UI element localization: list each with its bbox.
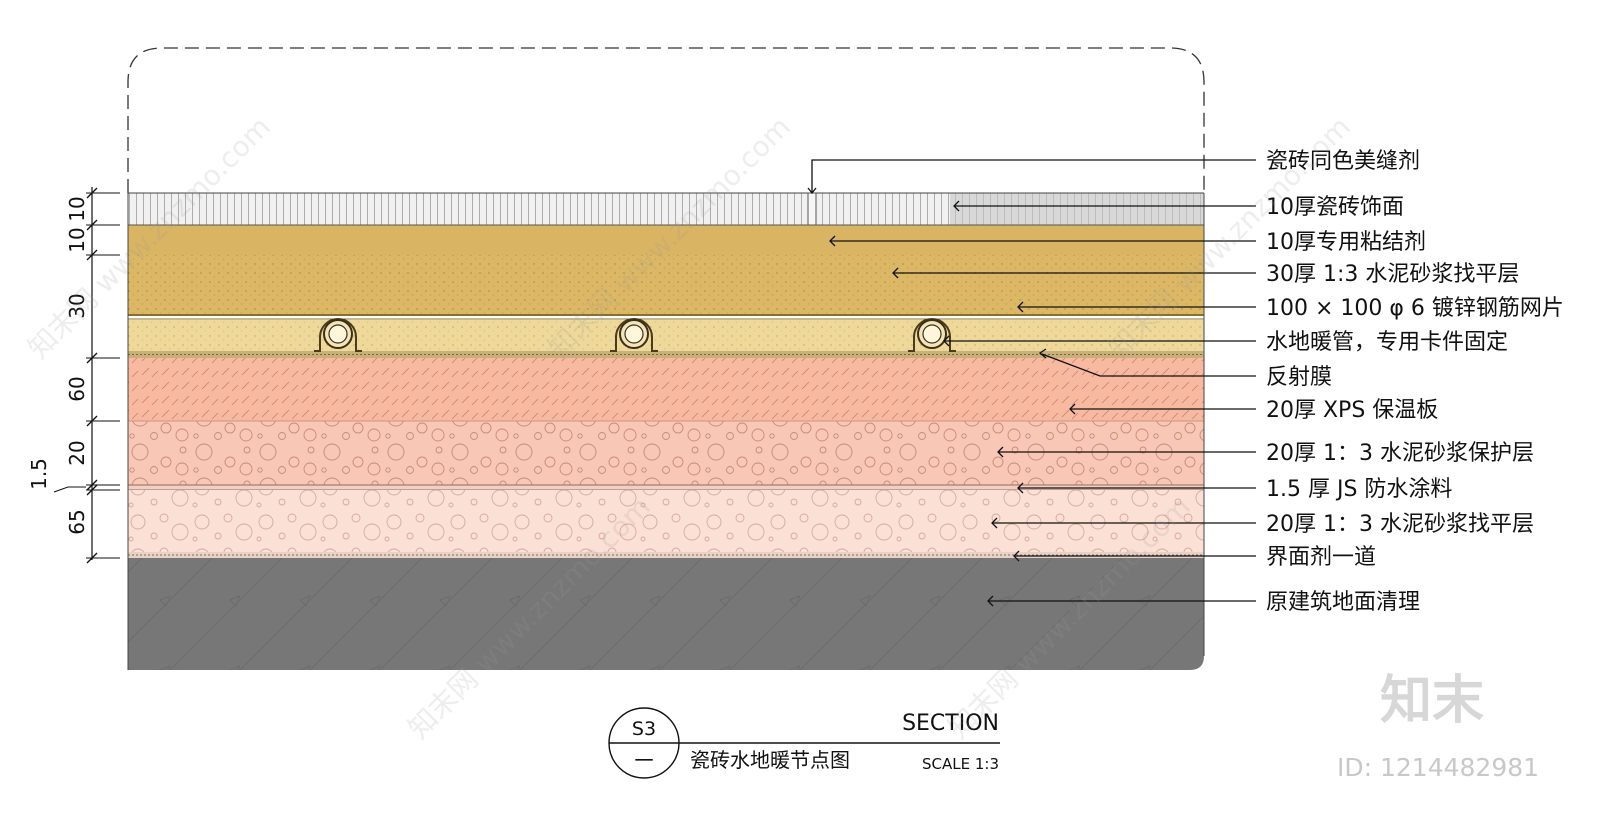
- dim-xps: 60: [65, 376, 89, 401]
- layers: [127, 192, 1205, 670]
- detail-sheet: 一: [634, 750, 653, 772]
- label-screed: 30厚 1:3 水泥砂浆找平层: [1266, 262, 1519, 287]
- layer-adhesive: [128, 225, 1204, 255]
- heating-pipe: [908, 318, 956, 352]
- label-protect: 20厚 1：3 水泥砂浆保护层: [1266, 441, 1534, 466]
- detail-title: 瓷砖水地暖节点图: [690, 748, 850, 772]
- dimension-chain: 10 10 30 60 20 1.5 65: [27, 187, 120, 564]
- label-mesh: 100 × 100 φ 6 镀锌钢筋网片: [1266, 296, 1564, 321]
- leader-film: [1041, 353, 1256, 377]
- detail-boundary-dashed-frame: [127, 47, 1205, 193]
- leader-grout: [811, 159, 1256, 193]
- label-interface: 界面剂一道: [1266, 545, 1376, 570]
- leader-lines: [807, 159, 1256, 607]
- label-film: 反射膜: [1266, 365, 1332, 390]
- brand-logo: 知末: [1380, 671, 1484, 731]
- dim-screed: 30: [65, 293, 89, 318]
- id-text: ID: 1214482981: [1337, 753, 1539, 782]
- label-xps: 20厚 XPS 保温板: [1266, 398, 1438, 423]
- label-concrete: 原建筑地面清理: [1266, 590, 1420, 615]
- label-tile: 10厚瓷砖饰面: [1266, 195, 1404, 220]
- grout-joint: [807, 192, 817, 226]
- label-leveling: 20厚 1：3 水泥砂浆找平层: [1266, 512, 1534, 537]
- annotation-labels: 瓷砖同色美缝剂 10厚瓷砖饰面 10厚专用粘结剂 30厚 1:3 水泥砂浆找平层…: [1266, 149, 1564, 615]
- dim-adhesive: 10: [65, 227, 89, 252]
- label-adhesive: 10厚专用粘结剂: [1266, 230, 1426, 255]
- dim-waterproof: 1.5: [27, 458, 51, 490]
- section-label: SECTION: [902, 711, 999, 736]
- dim-tile: 10: [65, 196, 89, 221]
- heating-pipes: [314, 318, 956, 352]
- dim-protect: 20: [65, 440, 89, 465]
- layer-waterproof: [128, 485, 1204, 490]
- scale-label: SCALE 1:3: [922, 755, 999, 773]
- heating-pipe: [314, 318, 362, 352]
- heating-pipe: [610, 318, 658, 352]
- label-waterproof: 1.5 厚 JS 防水涂料: [1266, 477, 1452, 502]
- label-pipe: 水地暖管，专用卡件固定: [1266, 330, 1508, 355]
- dim-leveling: 65: [65, 509, 89, 534]
- label-grout: 瓷砖同色美缝剂: [1266, 149, 1420, 174]
- title-block: S3 一 SECTION 瓷砖水地暖节点图 SCALE 1:3: [608, 707, 1000, 779]
- detail-number: S3: [632, 718, 656, 740]
